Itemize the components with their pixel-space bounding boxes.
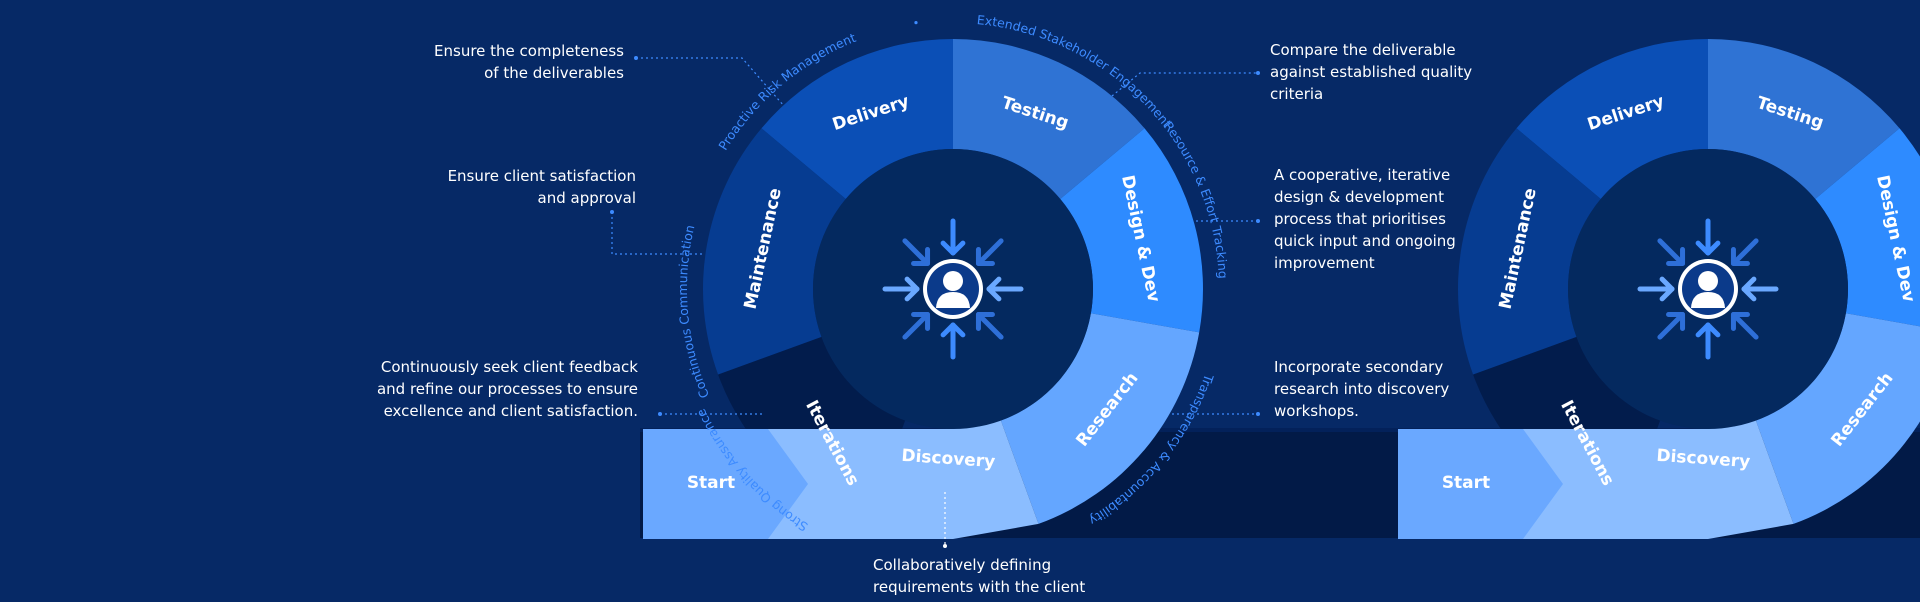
secondary-person-with-inward-arrows-icon	[1637, 218, 1779, 360]
note-testing-line-1: Compare the deliverable	[1270, 41, 1456, 59]
secondary-segment-testing	[1708, 39, 1900, 200]
main-label-start: Start	[687, 473, 735, 493]
main-segment-testing	[953, 39, 1145, 200]
note-research-line-2: research into discovery	[1274, 380, 1450, 398]
note-design-dev-line-4: quick input and ongoing	[1274, 232, 1456, 250]
note-design-dev: A cooperative, iterative design & develo…	[1274, 164, 1456, 274]
connector-delivery	[636, 57, 785, 107]
note-iterations: Continuously seek client feedback and re…	[377, 356, 638, 422]
note-iterations-line-3: excellence and client satisfaction.	[383, 402, 638, 420]
arc-separator-dot	[914, 20, 918, 25]
note-testing-line-2: against established quality	[1270, 63, 1473, 81]
main-segment-design-dev	[1060, 128, 1203, 333]
note-research-line-3: workshops.	[1274, 402, 1359, 420]
main-segment-delivery	[761, 39, 953, 200]
note-research: Incorporate secondary research into disc…	[1274, 356, 1449, 422]
connector-testing	[1111, 72, 1258, 97]
secondary-label-start: Start	[1442, 473, 1490, 493]
note-delivery-line-1: Ensure the completeness	[434, 42, 624, 60]
note-discovery-line-2: requirements with the client	[873, 578, 1086, 596]
secondary-segment-discovery	[1523, 420, 1794, 539]
connector-maintenance	[611, 212, 702, 255]
note-maintenance: Ensure client satisfaction and approval	[448, 165, 636, 209]
connectors	[610, 56, 1260, 548]
note-design-dev-line-1: A cooperative, iterative	[1274, 166, 1451, 184]
note-delivery: Ensure the completeness of the deliverab…	[434, 40, 624, 84]
secondary-segment-maintenance	[1458, 128, 1601, 375]
note-iterations-line-2: and refine our processes to ensure	[376, 380, 638, 398]
main-start-block	[643, 429, 823, 539]
secondary-segment-delivery	[1516, 39, 1708, 200]
note-discovery-line-1: Collaboratively defining	[873, 556, 1052, 574]
secondary-start-block	[1398, 429, 1578, 539]
main-person-with-inward-arrows-icon	[882, 218, 1024, 360]
note-testing-line-3: criteria	[1270, 85, 1324, 103]
note-design-dev-line-2: design & development	[1274, 188, 1444, 206]
main-segment-maintenance	[703, 128, 846, 375]
note-discovery: Collaboratively defining requirements wi…	[873, 554, 1085, 598]
note-design-dev-line-3: process that prioritises	[1274, 210, 1446, 228]
secondary-segment-research	[1755, 313, 1920, 524]
note-iterations-line-1: Continuously seek client feedback	[380, 358, 638, 376]
main-segment-discovery	[768, 420, 1039, 539]
note-delivery-line-2: of the deliverables	[484, 64, 624, 82]
note-maintenance-line-1: Ensure client satisfaction	[447, 167, 636, 185]
main-segment-research	[1000, 313, 1200, 524]
note-testing: Compare the deliverable against establis…	[1270, 39, 1472, 105]
secondary-segment-design-dev	[1815, 128, 1920, 327]
note-maintenance-line-2: and approval	[537, 189, 636, 207]
note-design-dev-line-5: improvement	[1274, 254, 1375, 272]
note-research-line-1: Incorporate secondary	[1274, 358, 1444, 376]
